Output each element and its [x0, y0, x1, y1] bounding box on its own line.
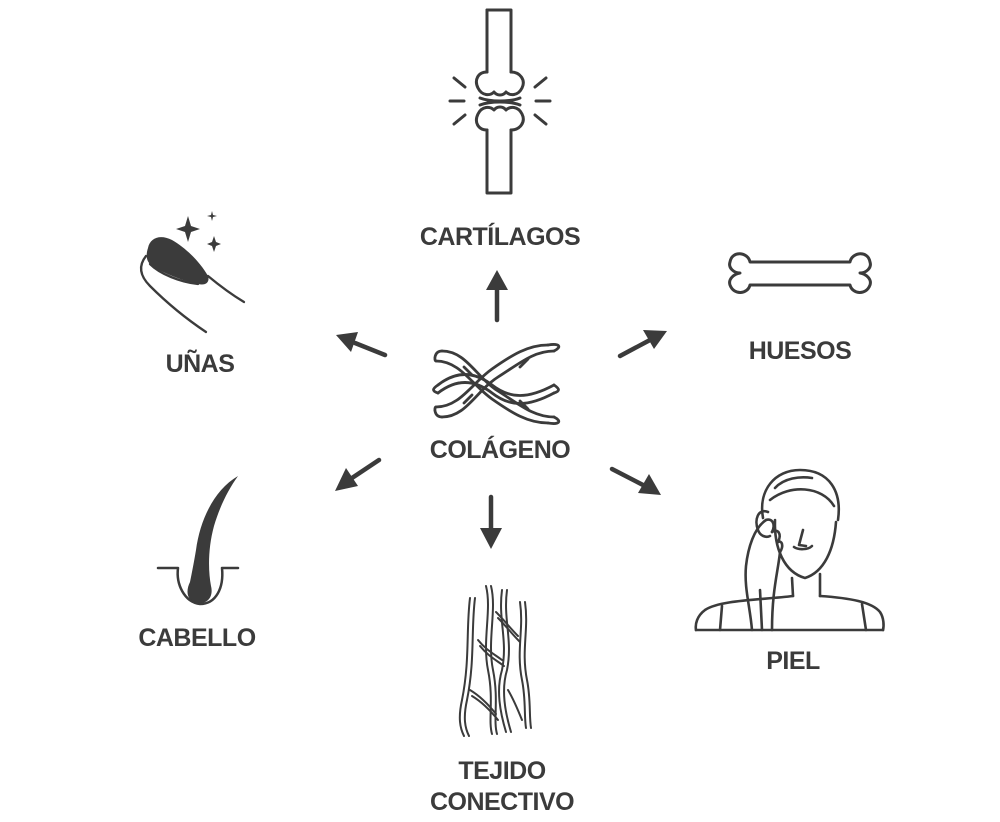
connective-tissue-fibers-icon: [458, 585, 532, 737]
label-tejido-conectivo: TEJIDO CONECTIVO: [429, 757, 575, 816]
arrow-to-huesos: [617, 330, 667, 359]
center-label: COLÁGENO: [429, 436, 571, 464]
cartilage-joint-icon: [448, 8, 552, 195]
arrow-to-tejido: [480, 494, 502, 549]
arrow-to-cabello: [335, 457, 382, 491]
hair-follicle-icon: [156, 476, 240, 606]
collagen-triple-helix-icon: [432, 343, 561, 425]
fingernail-icon: [139, 211, 246, 334]
arrow-to-unas: [336, 332, 388, 358]
bone-icon: [728, 252, 872, 294]
arrow-to-cartilagos: [486, 270, 508, 323]
label-piel: PIEL: [766, 647, 820, 675]
label-huesos: HUESOS: [748, 337, 852, 365]
arrows: [335, 270, 667, 549]
label-cabello: CABELLO: [138, 624, 256, 652]
face-skin-icon: [694, 468, 885, 632]
arrow-to-piel: [609, 466, 661, 495]
label-unas: UÑAS: [165, 350, 235, 378]
label-cartilagos: CARTÍLAGOS: [419, 223, 581, 251]
